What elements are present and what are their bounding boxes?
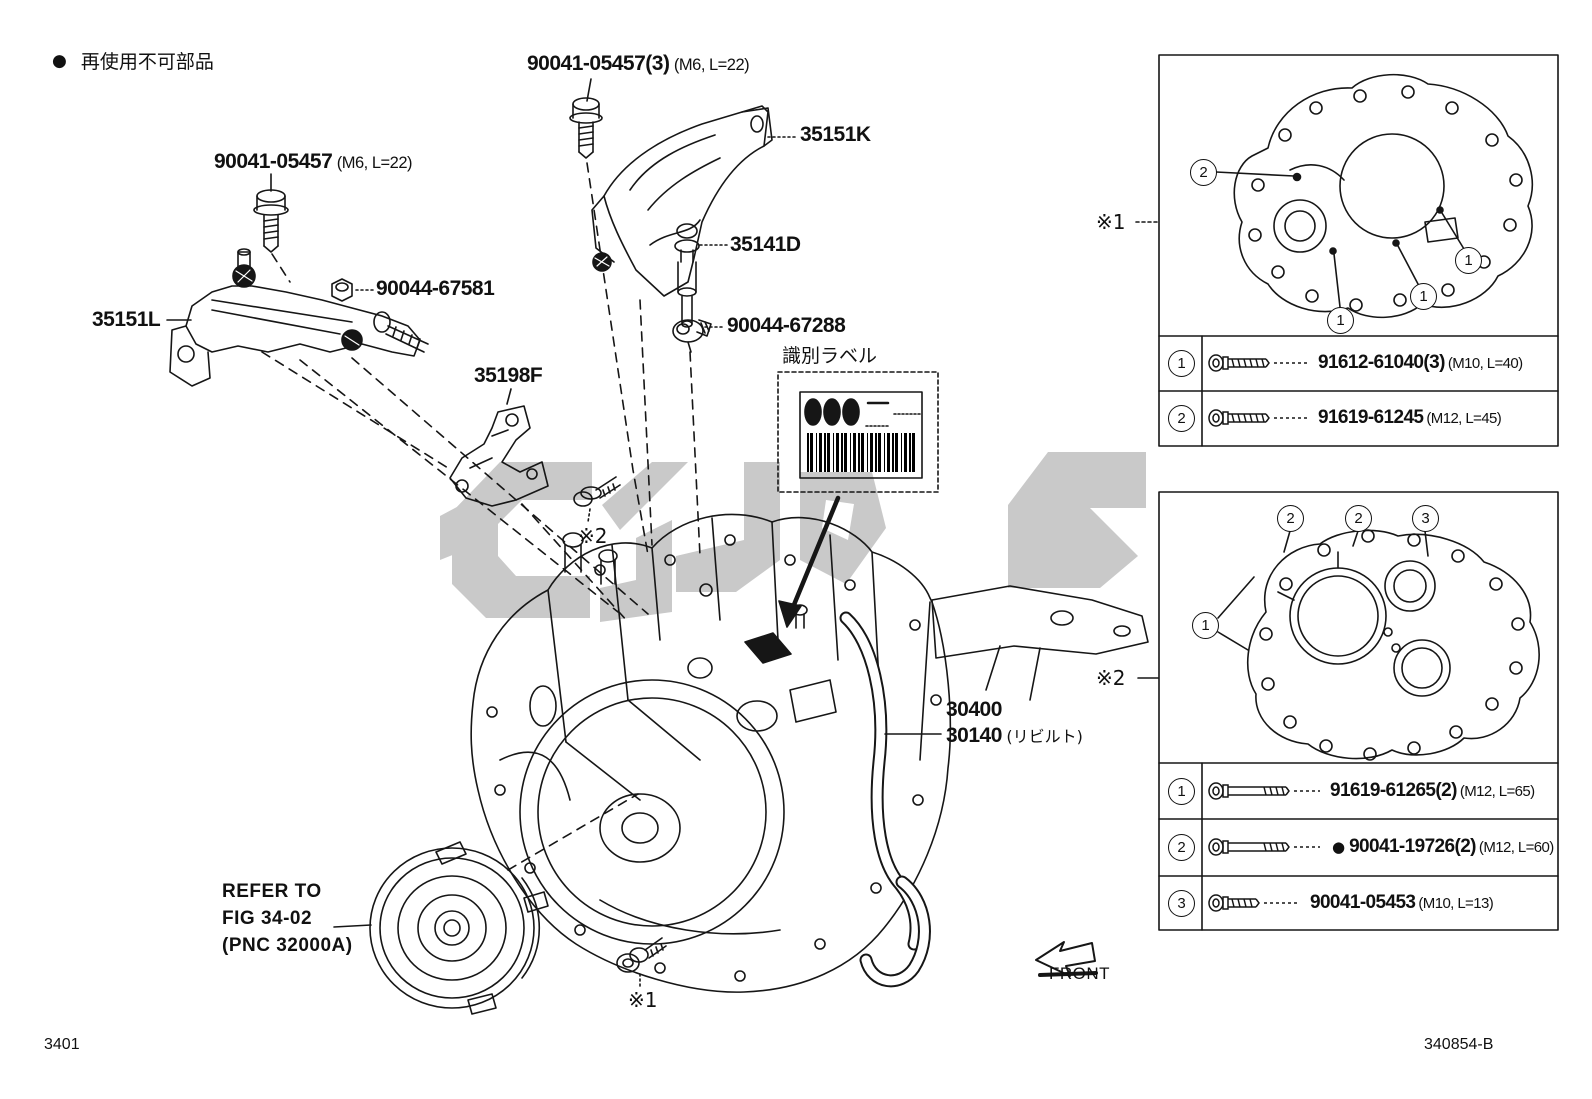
part-label-bolt-top-center: 90041-05457(3) (M6, L=22)	[527, 52, 750, 75]
document-number: 340854-B	[1424, 1036, 1494, 1053]
parts-row: 91619-61265(2) (M12, L=65)	[1208, 777, 1556, 805]
nut-90044-67581	[331, 278, 374, 302]
inset2-callout-leaders	[1217, 530, 1429, 651]
ref1-marker-bottom: ※1	[628, 988, 658, 1012]
assembly-label: 30400 30140 (リビルト)	[946, 698, 1083, 747]
construction-dashes	[261, 162, 701, 871]
torque-converter	[333, 841, 549, 1015]
part-label-90044-67581: 90044-67581	[376, 277, 495, 300]
callout-circle: 1	[1192, 612, 1219, 639]
callout-circle: 1	[1327, 307, 1354, 334]
bolt-icon	[1208, 354, 1308, 372]
inset2-housing	[1246, 529, 1540, 761]
callout-circle: 1	[1455, 247, 1482, 274]
part-label-35198F: 35198F	[474, 364, 543, 387]
callout-circle: 2	[1345, 505, 1372, 532]
row-num-circle: 3	[1168, 890, 1195, 917]
inset2-box	[1137, 491, 1559, 931]
parts-row: 91619-61245 (M12, L=45)	[1208, 404, 1556, 432]
parts-row: 90041-05453 (M10, L=13)	[1208, 889, 1556, 917]
row-num-circle: 1	[1168, 350, 1195, 377]
part-label-90044-67288: 90044-67288	[727, 314, 846, 337]
parts-row: 91612-61040(3) (M10, L=40)	[1208, 349, 1556, 377]
row-num-circle: 2	[1168, 405, 1195, 432]
callout-circle: 2	[1190, 159, 1217, 186]
front-label: FRONT	[1049, 964, 1111, 983]
id-label-title: 識別ラベル	[782, 345, 878, 367]
front-arrow	[1035, 941, 1098, 977]
part-label-35151L: 35151L	[92, 308, 161, 331]
clamp-90044-67288	[672, 319, 725, 353]
bracket-35151L	[166, 248, 429, 387]
legend-text: 再使用不可部品	[80, 51, 214, 73]
bolt-icon	[1208, 894, 1300, 912]
inset1-box	[1135, 54, 1559, 447]
id-label-arrow	[778, 495, 841, 628]
bullet-icon: ●	[52, 50, 67, 71]
row-num-circle: 2	[1168, 834, 1195, 861]
inset1-ref-marker: ※1	[1096, 210, 1126, 234]
callout-circle: 3	[1412, 505, 1439, 532]
legend-nonreusable: ● 再使用不可部品	[52, 47, 214, 74]
part-label-35151K: 35151K	[800, 123, 871, 146]
bolt-90041-05457-3	[569, 78, 603, 159]
bolt-ref2	[573, 476, 621, 523]
nonreusable-bullet: ●	[1332, 838, 1346, 856]
barcode	[807, 433, 917, 472]
part-label-35141D: 35141D	[730, 233, 801, 256]
page-number: 3401	[44, 1036, 80, 1053]
row-num-circle: 1	[1168, 778, 1195, 805]
id-label-box	[777, 371, 939, 493]
bolt-90041-05457	[253, 173, 289, 253]
inset1-housing	[1215, 73, 1534, 319]
bolt-icon	[1208, 838, 1320, 856]
bolt-ref1	[616, 937, 667, 988]
parts-row: ● 90041-19726(2) (M12, L=60)	[1208, 833, 1556, 861]
inset2-ref-marker: ※2	[1096, 666, 1126, 690]
id-label-marker-diamond	[744, 632, 792, 664]
ref2-marker-mid: ※2	[578, 524, 608, 548]
bracket-35198F	[449, 388, 549, 507]
bolt-icon	[1208, 782, 1320, 800]
part-label-bolt-top-left: 90041-05457 (M6, L=22)	[214, 150, 413, 173]
callout-circle: 1	[1410, 283, 1437, 310]
callout-circle: 2	[1277, 505, 1304, 532]
stud-35141D	[674, 223, 728, 328]
bolt-icon	[1208, 409, 1308, 427]
refer-note: REFER TO FIG 34-02 (PNC 32000A)	[222, 881, 353, 956]
transmission-assembly	[470, 513, 1149, 993]
bracket-35151K	[591, 105, 797, 297]
